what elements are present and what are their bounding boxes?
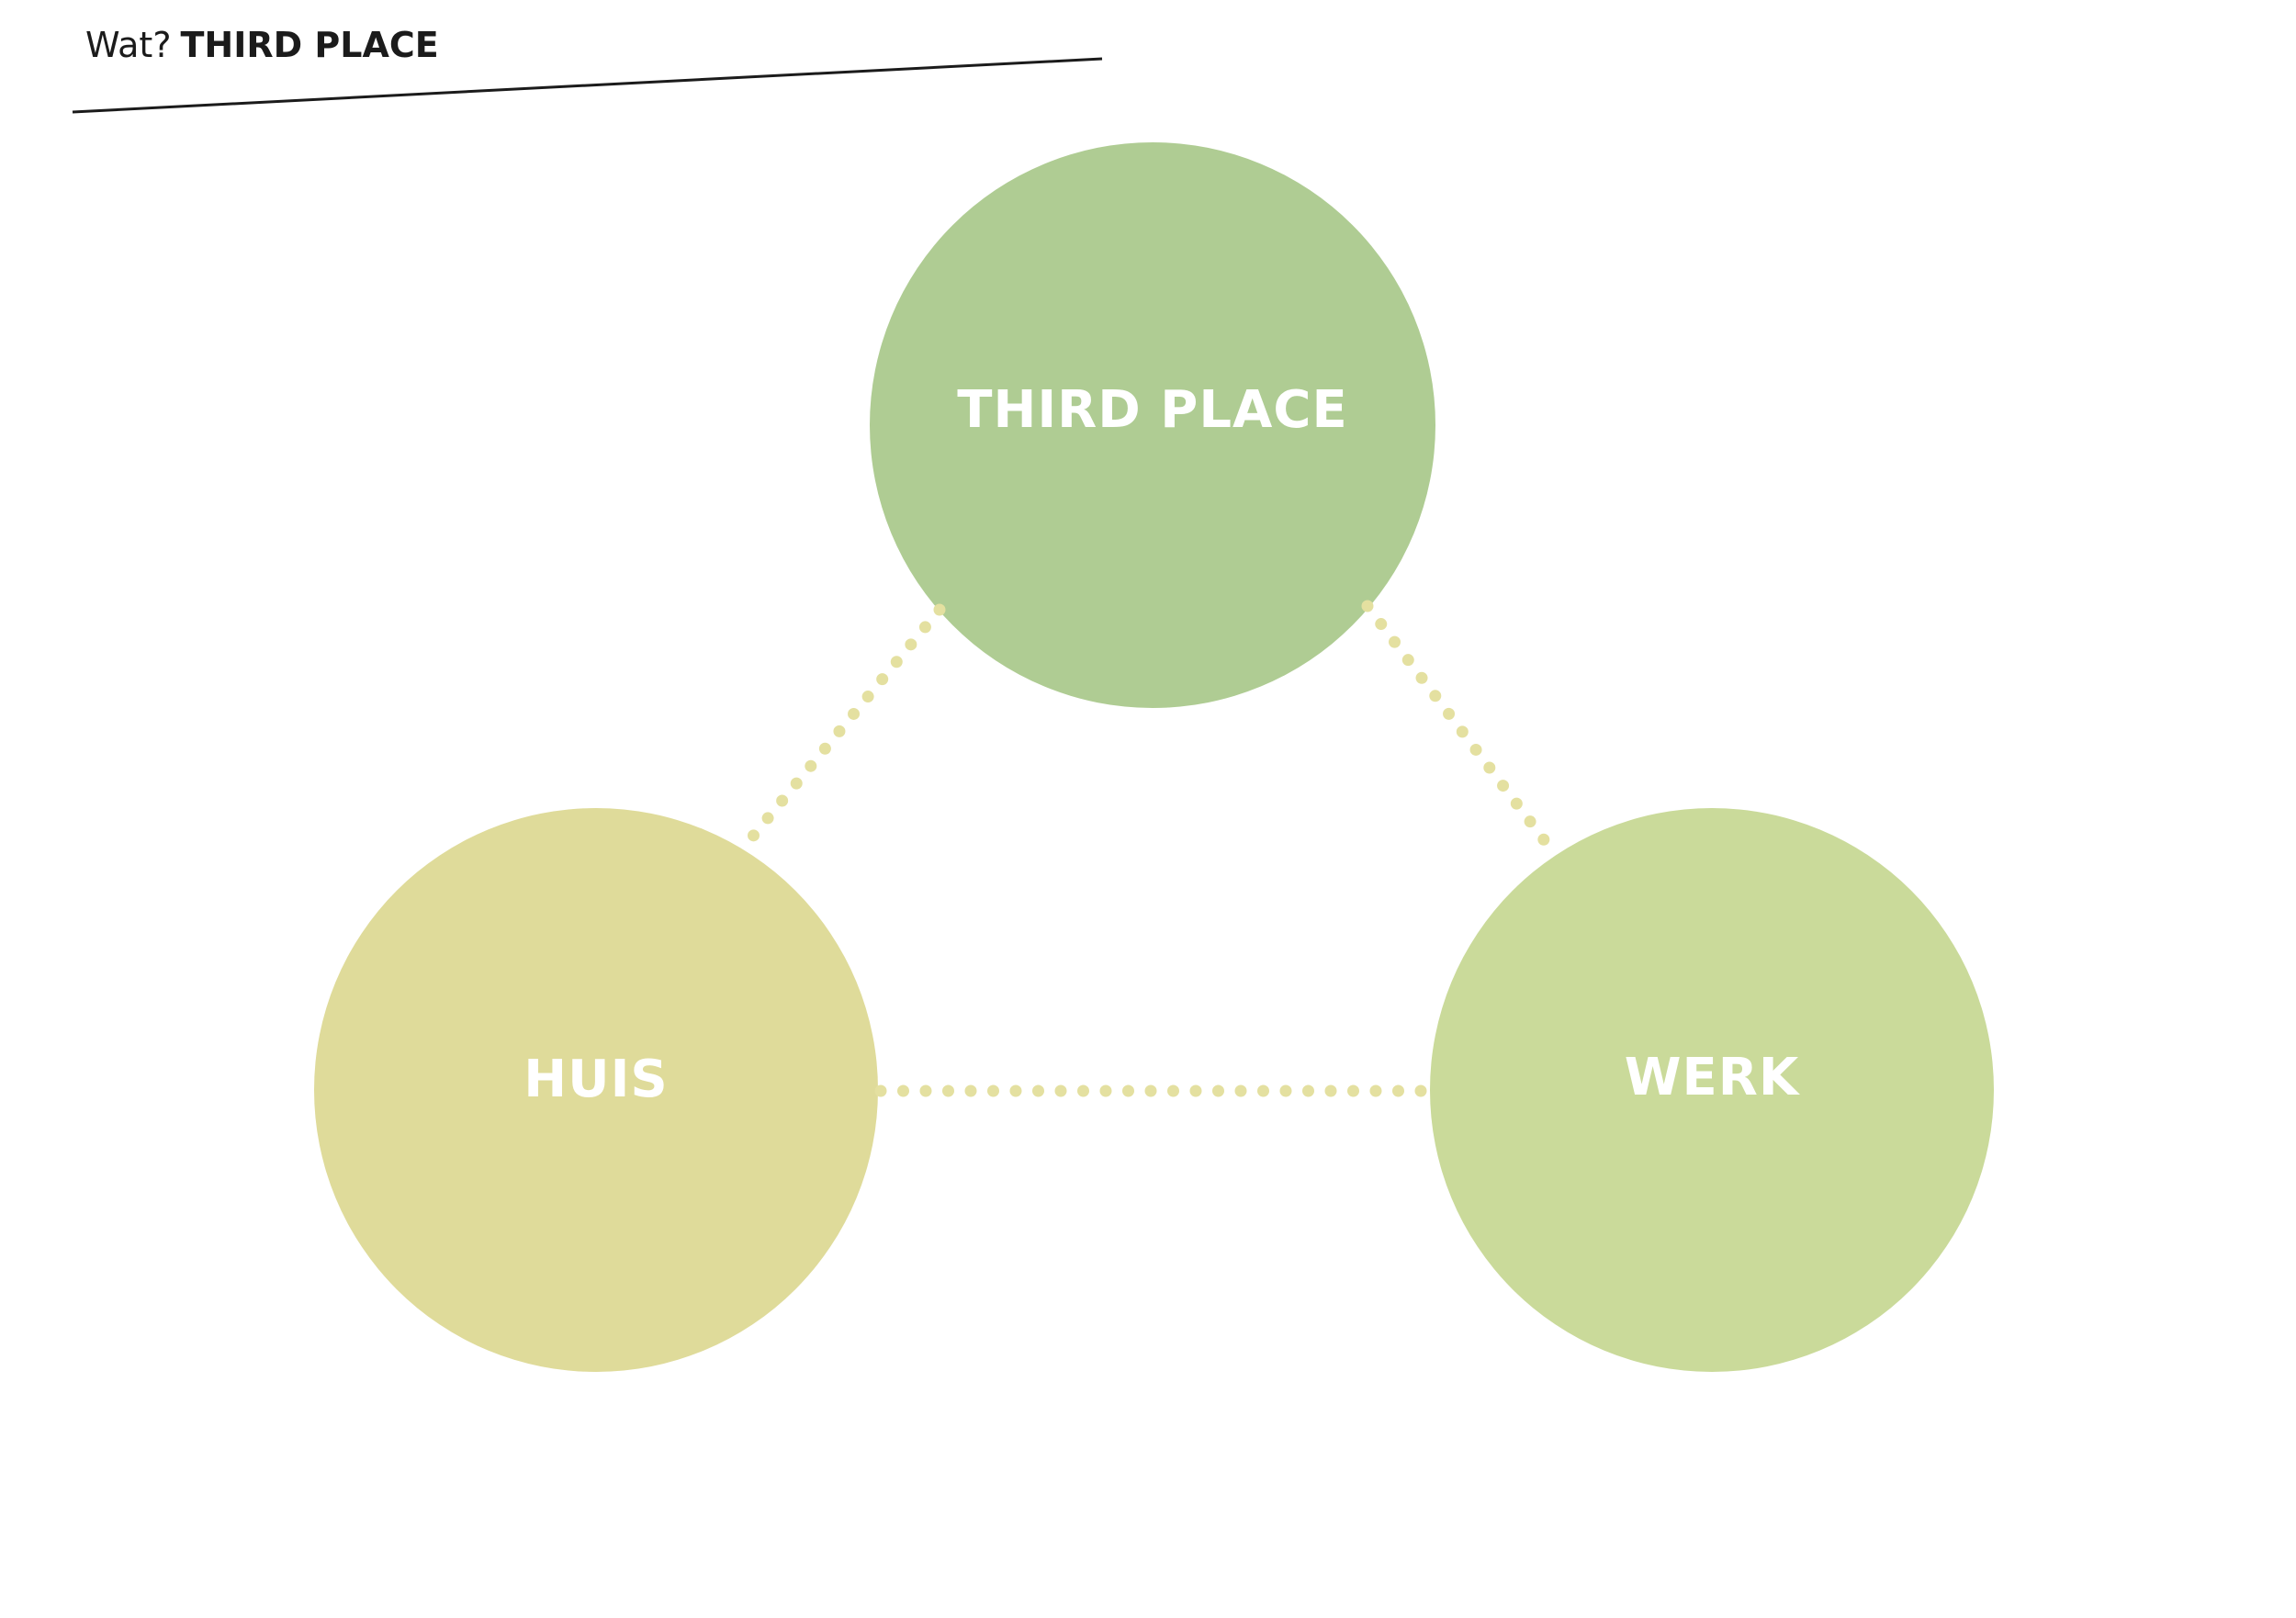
connector-third-place-werk: [1361, 600, 1563, 863]
node-werk-circle: [1430, 808, 1994, 1372]
node-third-place-circle: [870, 142, 1435, 708]
page-title: THIRD PLACE: [180, 25, 439, 65]
connector-third-place-huis: [736, 603, 946, 856]
header-underline: [72, 57, 1103, 114]
node-third-place-label: THIRD PLACE: [957, 380, 1347, 440]
node-huis-circle: [314, 808, 878, 1372]
header-prefix: Wat?: [85, 25, 172, 65]
page-header: Wat?THIRD PLACE: [85, 25, 439, 65]
node-werk-label: WERK: [1625, 1048, 1801, 1107]
node-huis-label: HUIS: [523, 1050, 669, 1109]
